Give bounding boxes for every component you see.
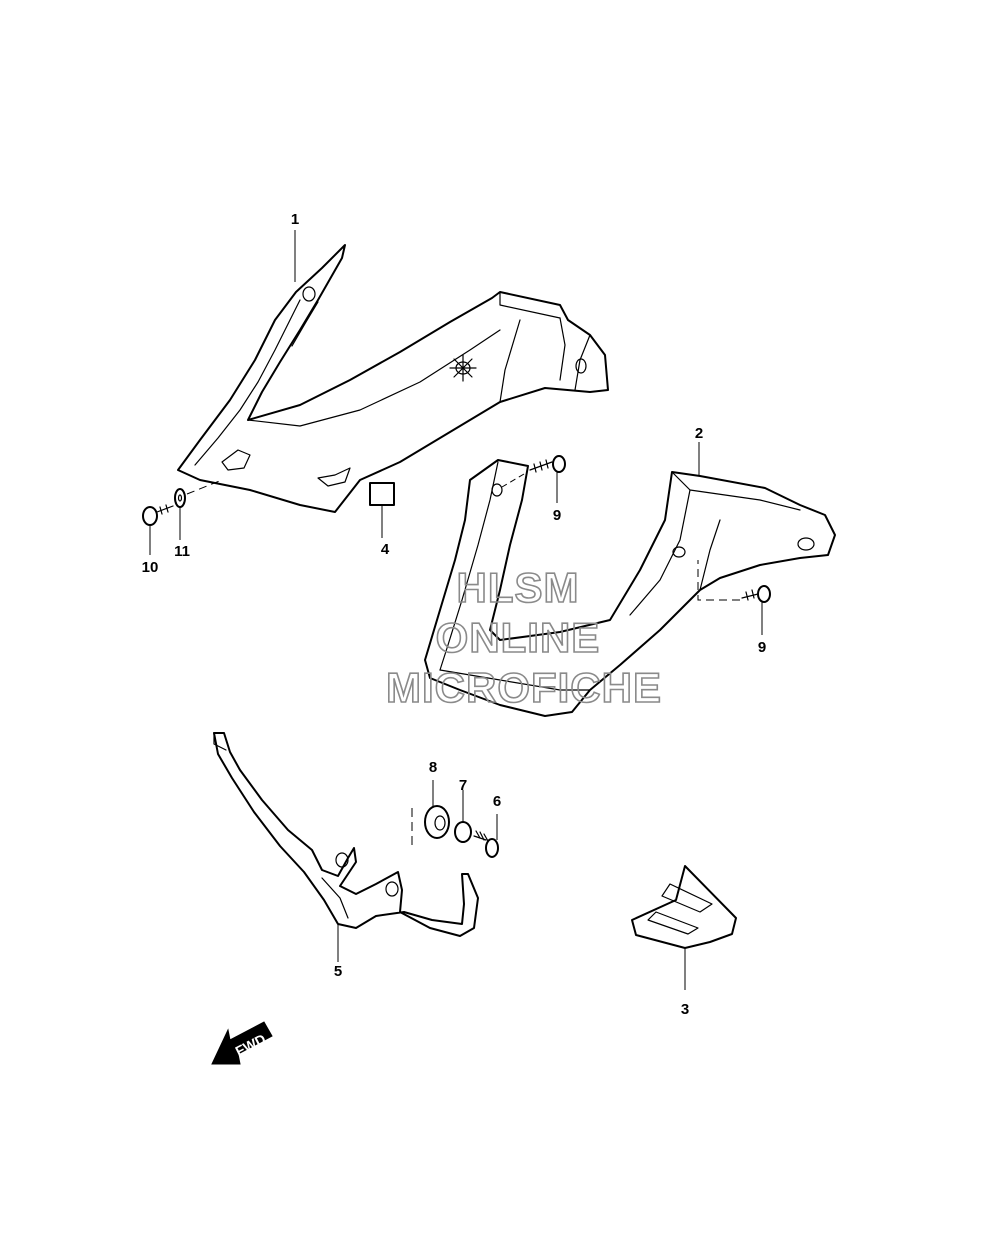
callout-8: 8 [429, 759, 437, 776]
part-7-collar [454, 821, 472, 843]
callout-11: 11 [174, 543, 190, 560]
callout-10: 10 [142, 559, 159, 576]
callout-3: 3 [681, 1001, 689, 1018]
callout-2: 2 [695, 425, 703, 442]
watermark-line-1: HLSM [457, 564, 580, 611]
watermark-line-3: MICROFICHE [386, 664, 662, 711]
callout-numbers: 1 2 3 4 5 6 7 8 9 9 10 11 [142, 211, 767, 1018]
part-5-bracket [213, 732, 479, 937]
part-8-grommet [424, 805, 450, 839]
callout-7: 7 [459, 777, 467, 794]
part-3-emblem [631, 865, 737, 949]
leader-lines [149, 230, 763, 990]
part-1-cowl-panel [177, 244, 609, 513]
callout-6: 6 [493, 793, 501, 810]
part-2-cowl-panel [424, 459, 836, 717]
part-9-bolt-lower [741, 585, 771, 603]
watermark: HLSM ONLINE MICROFICHE [385, 563, 662, 712]
part-9-bolt-upper [529, 455, 566, 473]
callout-4: 4 [381, 541, 390, 558]
part-6-bolt [473, 830, 499, 858]
callout-1: 1 [291, 211, 299, 228]
callout-9-lower: 9 [758, 639, 766, 656]
part-4-cushion-pad [369, 482, 395, 506]
forward-arrow-label: FWD [233, 1031, 269, 1060]
watermark-line-2: ONLINE [436, 614, 601, 661]
part-11-washer [174, 488, 186, 508]
part-10-bolt [142, 504, 174, 526]
forward-arrow-icon: FWD [211, 1021, 273, 1065]
callout-9-upper: 9 [553, 507, 561, 524]
callout-5: 5 [334, 963, 342, 980]
